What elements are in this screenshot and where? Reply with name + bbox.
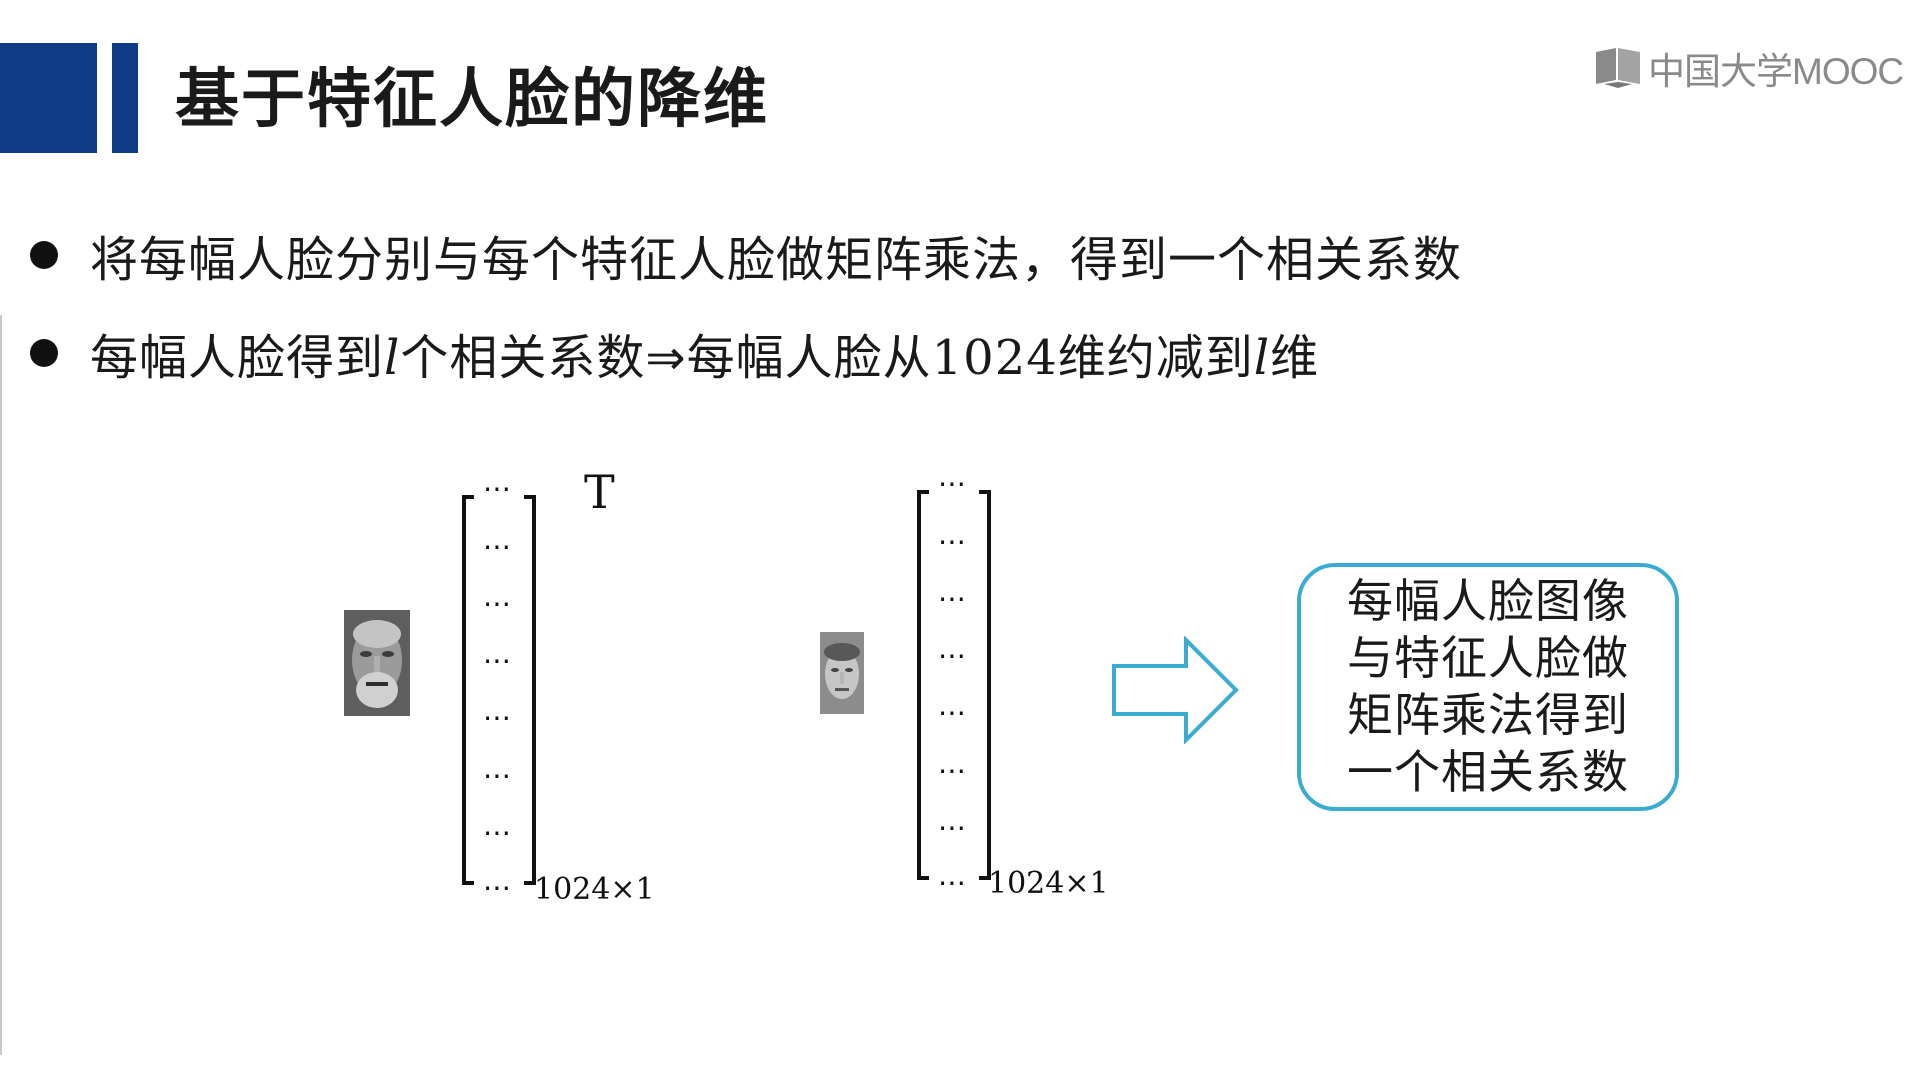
bullet-dot [30, 339, 58, 367]
matrix-left-brackets [462, 495, 536, 885]
slide-title: 基于特征人脸的降维 [175, 63, 769, 137]
bullet-text-2-part2: 个相关系数⇒每幅人脸从 [400, 330, 932, 386]
face-image [344, 610, 410, 716]
callout-line: 矩阵乘法得到 [1347, 688, 1629, 742]
matrix-entry: ⋯ [938, 582, 966, 615]
bullet-item-2: 每幅人脸得到l个相关系数⇒每幅人脸从1024维约减到l维 [30, 318, 1319, 388]
matrix-entry: ⋯ [483, 644, 511, 677]
matrix-entry: ⋯ [938, 754, 966, 787]
header-accent-block [0, 43, 97, 153]
mooc-logo-icon [1596, 48, 1640, 88]
matrix-entry: ⋯ [938, 696, 966, 729]
callout-line: 与特征人脸做 [1347, 631, 1629, 685]
matrix-entry: ⋯ [483, 587, 511, 620]
math-variable-l: l [1253, 330, 1271, 386]
bullet-item-1: 将每幅人脸分别与每个特征人脸做矩阵乘法，得到一个相关系数 [30, 220, 1462, 290]
bullet-dot [30, 241, 58, 269]
matrix-entry: ⋯ [938, 467, 966, 500]
matrix-left-dimension: 1024×1 [534, 872, 655, 907]
matrix-entry: ⋯ [938, 639, 966, 672]
face-image [820, 632, 864, 714]
matrix-right-dimension: 1024×1 [988, 866, 1109, 901]
bullet-text-2-part4: 维 [1270, 330, 1320, 386]
transpose-superscript: T [584, 465, 615, 519]
math-variable-l: l [384, 330, 401, 386]
matrix-entry: ⋯ [483, 816, 511, 849]
dimension-number: 1024 [931, 330, 1058, 386]
matrix-entry: ⋯ [938, 525, 966, 558]
logo-text: 中国大学MOOC [1648, 51, 1904, 92]
bullet-text-2-part1: 每幅人脸得到 [90, 330, 385, 386]
callout-box: 每幅人脸图像 与特征人脸做 矩阵乘法得到 一个相关系数 [1297, 563, 1679, 811]
bullet-text-2: 每幅人脸得到l个相关系数⇒每幅人脸从1024维约减到l维 [90, 318, 1319, 388]
bullet-text-2-part3: 维约减到 [1057, 330, 1254, 386]
matrix-entry: ⋯ [483, 530, 511, 563]
callout-line: 一个相关系数 [1347, 745, 1629, 799]
matrix-entry: ⋯ [483, 759, 511, 792]
bullet-text-1: 将每幅人脸分别与每个特征人脸做矩阵乘法，得到一个相关系数 [90, 232, 1463, 288]
matrix-entry: ⋯ [483, 701, 511, 734]
header-accent-stripe [112, 43, 138, 153]
right-arrow-icon [1112, 636, 1239, 744]
left-edge-line [0, 315, 2, 1055]
matrix-entry: ⋯ [483, 472, 511, 505]
callout-line: 每幅人脸图像 [1347, 574, 1629, 628]
matrix-entry: ⋯ [938, 866, 966, 899]
matrix-entry: ⋯ [483, 871, 511, 904]
mooc-logo: 中国大学MOOC [1594, 46, 1904, 92]
matrix-right-brackets [917, 490, 991, 880]
matrix-entry: ⋯ [938, 811, 966, 844]
